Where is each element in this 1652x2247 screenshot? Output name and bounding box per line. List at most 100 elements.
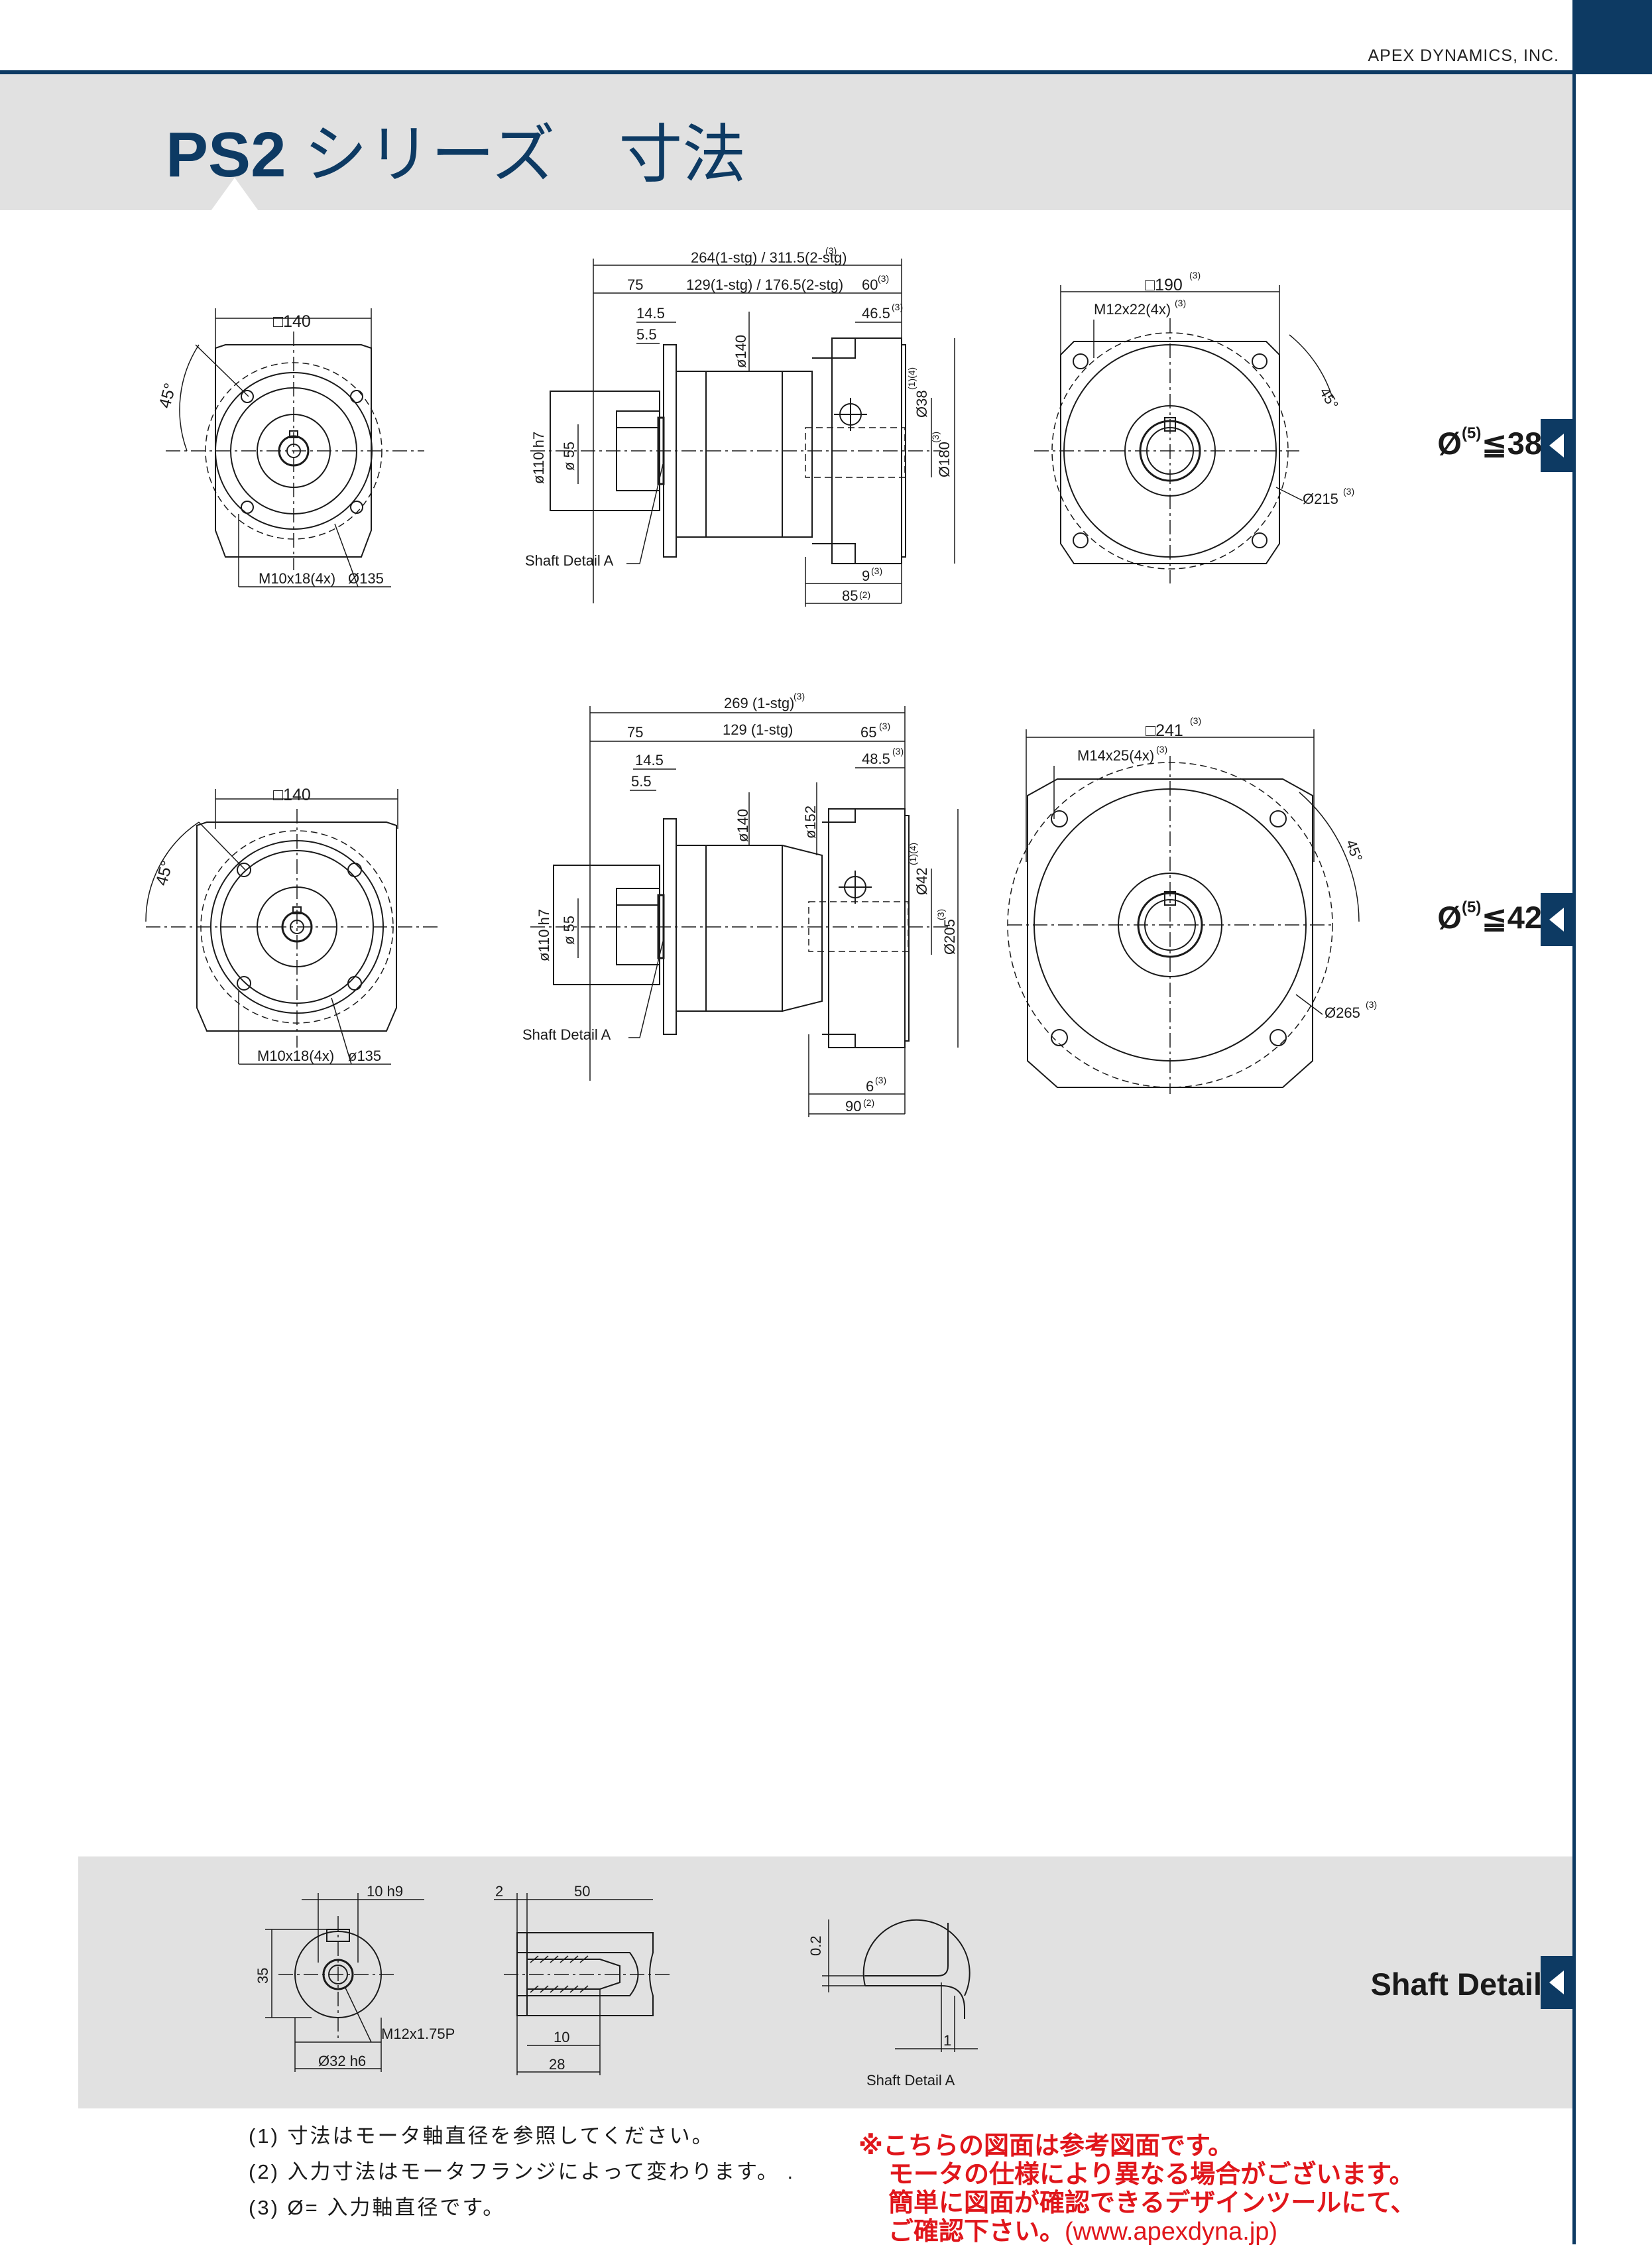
side1-shaft-label: Shaft Detail A: [525, 552, 614, 569]
svg-text:90: 90: [845, 1098, 861, 1115]
front1-angle: 45°: [156, 381, 180, 410]
title-notch: [211, 178, 259, 211]
apex-url-link[interactable]: (www.apexdyna.jp): [1065, 2218, 1278, 2246]
svg-text:ø140: ø140: [735, 809, 751, 842]
shaft-detail-drawings: 10 h9 35 M12x1.75P Ø32 h6 2 50 10: [255, 1883, 978, 2089]
svg-text:Ø42: Ø42: [914, 867, 930, 895]
svg-text:□190: □190: [1145, 276, 1183, 294]
svg-text:5.5: 5.5: [631, 773, 652, 790]
svg-text:129 (1-stg): 129 (1-stg): [723, 721, 793, 738]
svg-text:Ø38: Ø38: [914, 390, 930, 418]
svg-text:(2): (2): [859, 589, 870, 600]
svg-text:(3): (3): [892, 302, 903, 312]
corner-block: [1572, 0, 1652, 74]
svg-text:(3): (3): [1366, 999, 1377, 1010]
svg-text:45°: 45°: [1317, 385, 1342, 412]
svg-text:□241: □241: [1146, 721, 1183, 740]
tab-dia42-marker[interactable]: [1541, 893, 1574, 946]
svg-text:9: 9: [862, 568, 870, 584]
svg-text:ø140: ø140: [733, 335, 749, 368]
svg-text:85: 85: [842, 587, 858, 604]
svg-text:1: 1: [943, 2032, 951, 2049]
svg-text:28: 28: [549, 2056, 565, 2073]
svg-text:Shaft Detail A: Shaft Detail A: [522, 1026, 611, 1043]
side-view-1: 264(1-stg) / 311.5(2-stg) (3) 75 129(1-s…: [525, 245, 955, 607]
note-2: (2) 入力寸法はモータフランジによって変わります。 .: [249, 2160, 796, 2183]
svg-text:Ø205: Ø205: [941, 919, 958, 955]
svg-text:Ø265: Ø265: [1325, 1004, 1360, 1021]
front1-pcd: Ø135: [348, 570, 384, 587]
svg-text:46.5: 46.5: [862, 305, 890, 322]
shaft-detail-a-label: Shaft Detail A: [866, 2072, 955, 2089]
svg-text:(3): (3): [875, 1075, 886, 1085]
svg-text:45°: 45°: [152, 859, 177, 888]
side-view-2: 269 (1-stg) (3) 75 129 (1-stg) 65 (3) 14…: [522, 691, 959, 1117]
svg-text:129(1-stg) / 176.5(2-stg): 129(1-stg) / 176.5(2-stg): [686, 276, 843, 293]
back-view-1: □190 (3) M12x22(4x) (3) 45° Ø215 (3): [1034, 270, 1354, 583]
svg-text:269 (1-stg): 269 (1-stg): [724, 695, 794, 711]
svg-text:(2): (2): [863, 1097, 874, 1108]
note-1: (1) 寸法はモータ軸直径を参照してください。: [249, 2124, 715, 2148]
svg-text:(3): (3): [1156, 744, 1167, 755]
svg-text:2: 2: [495, 1883, 503, 1900]
svg-text:75: 75: [627, 276, 643, 293]
svg-text:□140: □140: [273, 786, 311, 804]
svg-text:50: 50: [574, 1883, 590, 1900]
shaft-detail-band: [78, 1856, 1572, 2108]
side1-overall: 264(1-stg) / 311.5(2-stg): [691, 249, 847, 266]
svg-text:(3): (3): [930, 432, 941, 443]
svg-text:(3): (3): [794, 691, 805, 701]
tab-dia38-label: Ø(5)≦38: [1437, 424, 1542, 461]
svg-text:75: 75: [627, 724, 643, 741]
front1-square: □140: [273, 312, 311, 331]
drawing-row2: □140 45° M10x18(4x) ø135 269 (1-stg) (3): [145, 691, 1377, 1117]
tab-shaft-detail-marker[interactable]: [1541, 1956, 1574, 2009]
svg-text:M12x1.75P: M12x1.75P: [381, 2026, 455, 2042]
svg-text:(3): (3): [879, 721, 890, 731]
svg-text:10 h9: 10 h9: [367, 1883, 403, 1900]
svg-text:M14x25(4x): M14x25(4x): [1077, 747, 1154, 764]
svg-text:35: 35: [255, 1968, 271, 1984]
svg-text:ø152: ø152: [802, 806, 819, 839]
red-note-1: ※こちらの図面は参考図面です。: [858, 2132, 1234, 2160]
shaft-detail-a-view: 0.2 1 Shaft Detail A: [807, 1919, 978, 2089]
front-view-1: □140 45° M10x18(4x) Ø135: [156, 308, 424, 587]
drawing-row1: □140 45° M10x18(4x) Ø135 264(1-stg) / 31…: [156, 245, 1354, 607]
svg-text:(3): (3): [935, 909, 946, 920]
red-note-3: 簡単に図面が確認できるデザインツールにて、: [888, 2189, 1416, 2217]
right-rule: [1572, 74, 1576, 2244]
svg-text:65: 65: [860, 724, 876, 741]
svg-text:14.5: 14.5: [636, 305, 665, 322]
svg-text:(3): (3): [1190, 715, 1201, 726]
shaft-end-view: 10 h9 35 M12x1.75P Ø32 h6: [255, 1883, 455, 2072]
svg-text:(3): (3): [1189, 270, 1201, 280]
title-band: [0, 74, 1572, 210]
svg-text:48.5: 48.5: [862, 751, 890, 767]
svg-text:(3): (3): [1343, 486, 1354, 497]
svg-text:6: 6: [866, 1078, 874, 1095]
tab-dia38-marker[interactable]: [1541, 419, 1574, 472]
title-rest: シリーズ 寸法: [286, 119, 746, 190]
svg-text:10: 10: [554, 2029, 569, 2045]
svg-text:ø 55: ø 55: [561, 442, 577, 471]
svg-text:ø110 h7: ø110 h7: [536, 909, 552, 961]
svg-text:Ø215: Ø215: [1303, 491, 1338, 507]
tab-dia42-label: Ø(5)≦42: [1437, 898, 1542, 935]
company-name: APEX DYNAMICS, INC.: [1368, 46, 1559, 65]
red-note-4: ご確認下さい。(www.apexdyna.jp): [888, 2218, 1278, 2246]
svg-text:Ø32 h6: Ø32 h6: [318, 2053, 366, 2069]
svg-text:(3): (3): [1175, 298, 1186, 308]
back-view-2: □241 (3) M14x25(4x) (3) 45° Ø265 (3): [1007, 715, 1377, 1094]
tab-shaft-detail-label: Shaft Detail: [1370, 1967, 1542, 2002]
svg-text:M10x18(4x): M10x18(4x): [257, 1048, 334, 1064]
svg-text:(3): (3): [871, 566, 882, 576]
svg-text:5.5: 5.5: [636, 326, 657, 343]
svg-text:(1)(4): (1)(4): [908, 843, 918, 865]
red-note-2: モータの仕様により異なる場合がございます。: [888, 2161, 1415, 2189]
note-3: (3) Ø= 入力軸直径です。: [249, 2196, 506, 2219]
svg-text:M12x22(4x): M12x22(4x): [1094, 301, 1171, 318]
svg-text:Ø180: Ø180: [936, 442, 953, 477]
svg-text:(1)(4): (1)(4): [906, 367, 917, 390]
series-name: PS2: [166, 119, 286, 190]
svg-text:ø110 h7: ø110 h7: [530, 432, 547, 484]
